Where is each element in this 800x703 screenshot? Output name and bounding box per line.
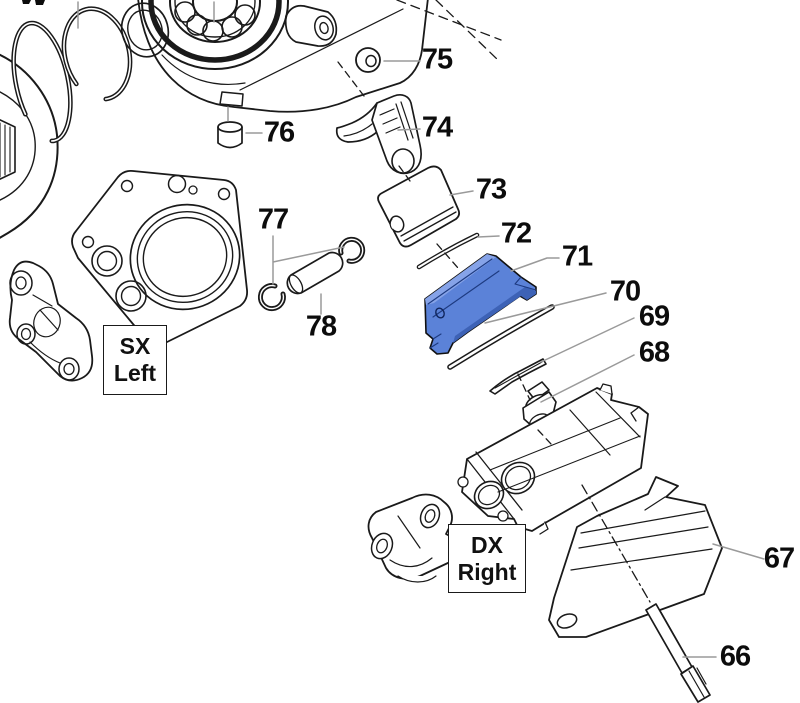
callout-66: 66 <box>719 640 751 673</box>
slider-71-highlighted <box>424 253 537 355</box>
leader-lines <box>77 1 765 658</box>
leader-72 <box>477 235 500 238</box>
callout-75: 75 <box>421 43 453 76</box>
label-dx: DX <box>471 531 503 558</box>
cover-plate-sx <box>71 169 249 347</box>
manifold-housing <box>457 383 649 535</box>
callout-77: 77 <box>257 203 289 236</box>
leader-68 <box>540 354 635 403</box>
circlip-left-77 <box>257 283 286 312</box>
label-sx: SX <box>119 333 151 359</box>
snap-ring-a <box>11 20 73 144</box>
callout-72: 72 <box>500 217 532 250</box>
callout-76: 76 <box>263 116 295 149</box>
callout-74: 74 <box>421 111 453 144</box>
leader-73 <box>449 190 474 196</box>
label-left: Left <box>113 360 157 386</box>
blade-70 <box>447 304 555 370</box>
circlip-right-77 <box>338 236 366 264</box>
leader-69 <box>540 317 635 363</box>
elbow-bracket-sx <box>8 260 94 382</box>
elbow-bracket-dx <box>367 493 458 583</box>
callout-78: 78 <box>305 310 337 343</box>
crankcase-bearing-assembly <box>137 0 429 113</box>
callout-70: 70 <box>609 275 641 308</box>
leader-70 <box>484 292 607 324</box>
ring-72 <box>416 232 480 270</box>
callout-67: 67 <box>763 542 795 575</box>
construction-lines <box>239 0 651 603</box>
leader-71 <box>510 257 560 272</box>
leader-77 <box>272 235 345 285</box>
label-box-dx-right: DX Right <box>448 524 526 593</box>
callout-71: 71 <box>561 240 593 273</box>
callout-73: 73 <box>475 173 507 206</box>
bolt-66 <box>645 603 711 703</box>
leader-67 <box>712 543 765 560</box>
plug-76 <box>217 121 243 149</box>
grommet-75 <box>355 47 381 73</box>
bracket-67 <box>548 476 723 638</box>
pin-78 <box>286 251 344 295</box>
pulley-assembly <box>0 53 59 239</box>
guide-shoe-74 <box>335 93 422 175</box>
leader-74 <box>397 128 421 131</box>
label-box-sx-left: SX Left <box>103 325 167 395</box>
callout-69: 69 <box>638 300 670 333</box>
cutoff-number-fragment <box>22 0 45 5</box>
label-right: Right <box>457 558 517 585</box>
rubber-mount <box>284 4 338 47</box>
callout-68: 68 <box>638 336 670 369</box>
piston-73 <box>377 165 461 248</box>
